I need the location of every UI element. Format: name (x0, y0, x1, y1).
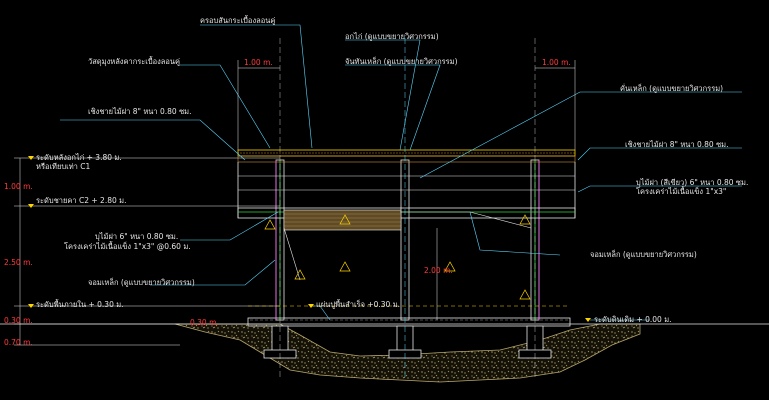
level-ticks (28, 156, 591, 322)
label-ridge-beam: อกไก่ (ดูแบบขยายวิศวกรรม) (345, 32, 439, 41)
label-steel-post: คั่นเหล็ก (ดูแบบขยายวิศวกรรม) (620, 84, 724, 93)
dim-left-100: 1.00 m. (4, 182, 33, 191)
elevation-markers (264, 214, 531, 300)
level-ridge: ระดับหลังอกไก่ + 3.80 ม. (36, 153, 122, 162)
label-beam-left: จอมเหล็ก (ดูแบบขยายวิศวกรรม) (88, 278, 195, 287)
label-wall-panel-right: บุไม้ฝา (สีเขียว) 6" หนา 0.80 ซม. (636, 178, 749, 187)
level-ridge-sub: หรือเทียบเท่า C1 (36, 162, 91, 171)
label-roof-cover: ครอบสันกระเบื้องลอนคู่ (200, 16, 276, 25)
level-eave: ระดับชายคา C2 + 2.80 ม. (36, 196, 127, 205)
label-fascia-right: เชิงชายไม้ฝา 8" หนา 0.80 ซม. (625, 140, 729, 149)
label-wall-panel-right-sub: โครงเคร่าไม้เนื้อแข็ง 1"x3" (636, 187, 727, 196)
label-floor-plate: แผ่นปูพื้นสำเร็จ +0.30 ม. (316, 300, 401, 309)
label-wall-panel-left: บุไม้ฝา 6" หนา 0.80 ซม. (95, 232, 179, 241)
level-floor: ระดับพื้นภายใน + 0.30 ม. (36, 300, 124, 309)
dim-200: 2.00 m. (424, 266, 453, 275)
label-roof-tile: วัสดุมุงหลังคากระเบื้องลอนคู่ (88, 57, 181, 66)
dim-070: 0.70 m. (4, 338, 33, 347)
dim-top-right: 1.00 m. (542, 58, 571, 67)
dim-top-left: 1.00 m. (244, 58, 273, 67)
level-ground: ระดับดินเดิม + 0.00 ม. (594, 315, 672, 324)
label-fascia-left: เชิงชายไม้ฝา 8" หนา 0.80 ซม. (88, 107, 192, 116)
leader-lines (60, 24, 742, 321)
dimension-lines (14, 60, 576, 346)
ground-soil (174, 323, 641, 383)
posts (275, 159, 540, 321)
label-beam-right: จอมเหล็ก (ดูแบบขยายวิศวกรรม) (590, 250, 697, 259)
label-wall-panel-left-sub: โครงเคร่าไม้เนื้อแข็ง 1"x3" @0.60 ม. (64, 242, 191, 251)
dim-030-b: 0.30 m. (190, 318, 219, 327)
braces (283, 211, 532, 281)
dim-250: 2.50 m. (4, 258, 33, 267)
label-steel-truss: จันทันเหล็ก (ดูแบบขยายวิศวกรรม) (345, 57, 458, 66)
dim-030: 0.30 m. (4, 316, 33, 325)
